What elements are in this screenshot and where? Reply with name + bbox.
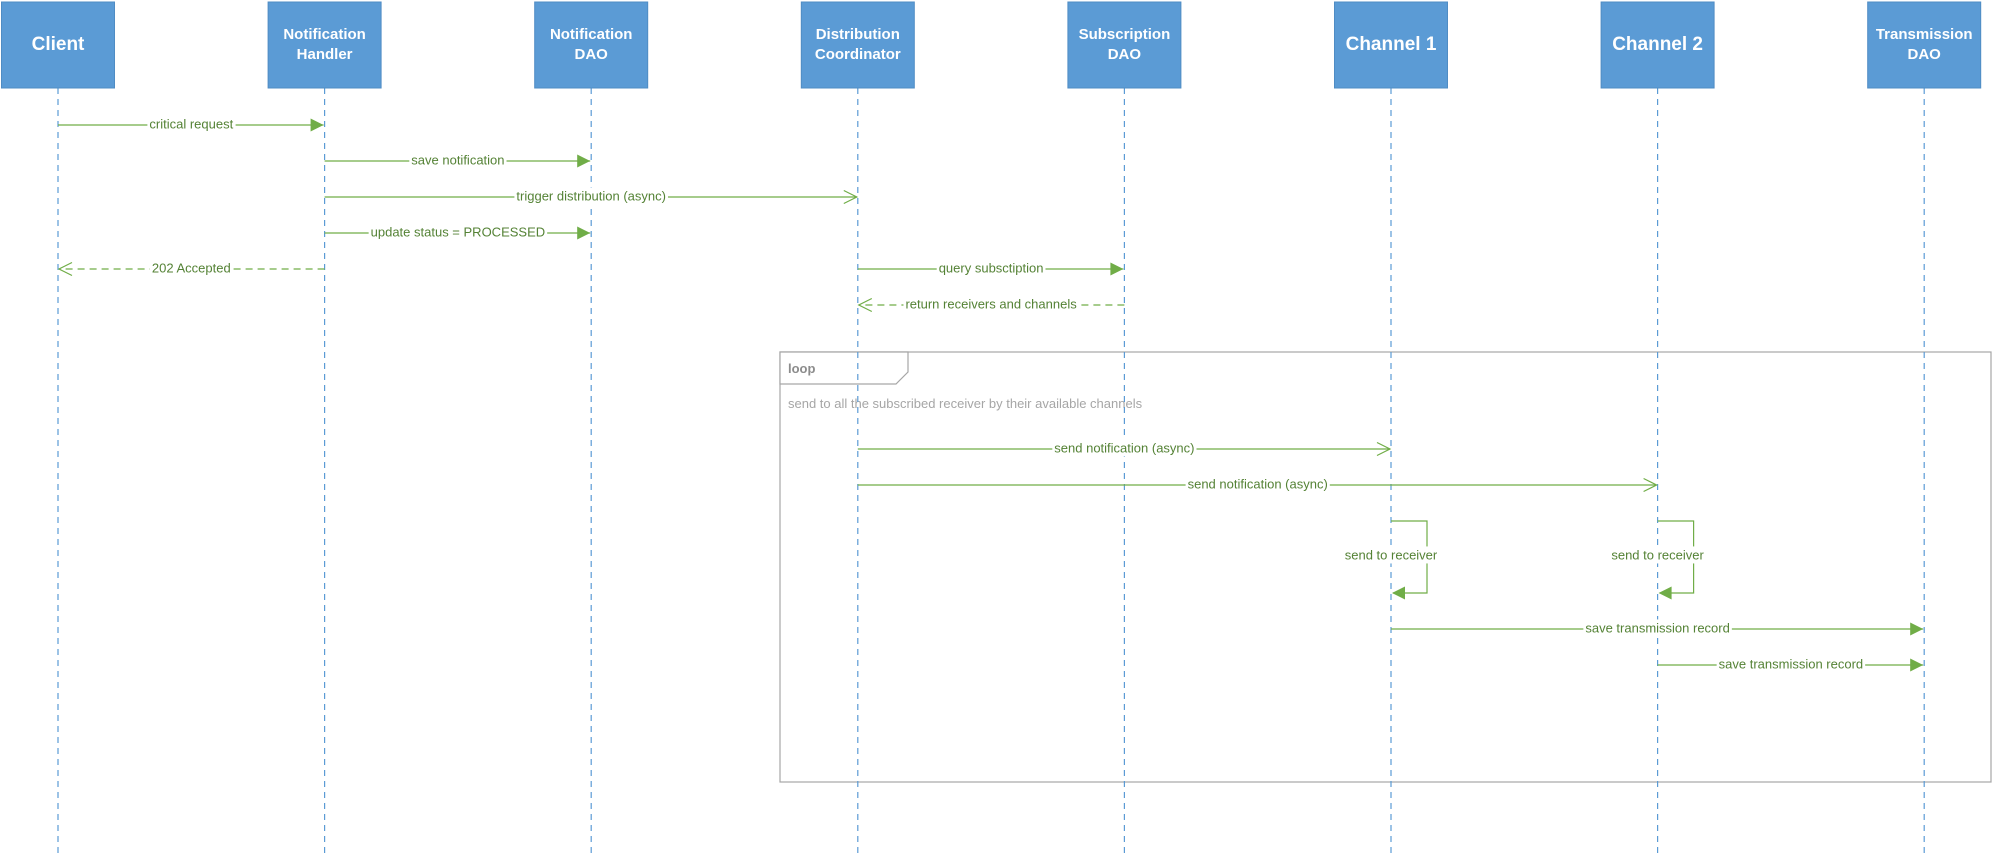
participant-box bbox=[1867, 1, 1982, 89]
loop-frame-border bbox=[779, 351, 1992, 783]
message-label-bg bbox=[1609, 546, 1707, 564]
arrowhead-filled bbox=[1910, 622, 1924, 636]
participant-label: Channel 1 bbox=[1346, 34, 1437, 55]
message-label-bg bbox=[147, 115, 236, 133]
participant-label: Transmission bbox=[1876, 26, 1973, 43]
participant-box bbox=[1, 1, 115, 89]
message-label-bg bbox=[1716, 655, 1866, 673]
participant-box bbox=[1600, 1, 1715, 89]
participant-label: Subscription bbox=[1079, 26, 1171, 43]
arrowhead-filled bbox=[1110, 262, 1124, 276]
arrowhead-open bbox=[843, 189, 859, 205]
participant-box bbox=[1067, 1, 1182, 89]
message-label: trigger distribution (async) bbox=[516, 188, 666, 203]
loop-guard-label: send to all the subscribed receiver by t… bbox=[788, 396, 1143, 411]
message-8[interactable]: send notification (async) bbox=[857, 439, 1392, 457]
participant-box bbox=[267, 1, 382, 89]
arrowhead-open bbox=[57, 261, 73, 277]
arrowhead-filled bbox=[577, 154, 591, 168]
message-label: save transmission record bbox=[1719, 656, 1864, 671]
message-label: send to receiver bbox=[1345, 547, 1438, 562]
message-13[interactable]: save transmission record bbox=[1657, 655, 1924, 673]
participant-client[interactable]: Client bbox=[1, 1, 115, 89]
message-9[interactable]: send notification (async) bbox=[857, 475, 1658, 493]
participant-label: DAO bbox=[575, 46, 609, 63]
participant-box bbox=[800, 1, 915, 89]
participant-ch1[interactable]: Channel 1 bbox=[1334, 1, 1448, 89]
arrowhead-open bbox=[857, 297, 873, 313]
message-label: save transmission record bbox=[1585, 620, 1730, 635]
message-label: save notification bbox=[411, 152, 504, 167]
message-3[interactable]: trigger distribution (async) bbox=[324, 187, 859, 205]
message-label: return receivers and channels bbox=[905, 296, 1077, 311]
message-label-bg bbox=[1052, 439, 1197, 457]
participant-label: Notification bbox=[283, 26, 366, 43]
arrowhead-filled bbox=[1658, 586, 1672, 600]
message-label: 202 Accepted bbox=[152, 260, 231, 275]
message-10[interactable]: send to receiver bbox=[1342, 520, 1440, 600]
message-label: query subsctiption bbox=[939, 260, 1044, 275]
message-label-bg bbox=[903, 295, 1080, 313]
arrowhead-filled bbox=[1910, 658, 1924, 672]
message-label: send to receiver bbox=[1611, 547, 1704, 562]
loop-fragment: loop send to all the subscribed receiver … bbox=[779, 351, 1992, 783]
participant-label: Distribution bbox=[816, 26, 900, 43]
participant-label: Handler bbox=[297, 46, 353, 63]
message-6[interactable]: query subsctiption bbox=[857, 259, 1124, 277]
participant-label: Channel 2 bbox=[1612, 34, 1703, 55]
participant-label: Coordinator bbox=[815, 46, 901, 63]
loop-frame-tab bbox=[779, 351, 909, 385]
message-label-bg bbox=[368, 223, 548, 241]
message-4[interactable]: update status = PROCESSED bbox=[324, 223, 591, 241]
arrowhead-filled bbox=[1392, 586, 1405, 600]
participant-label: DAO bbox=[1108, 46, 1142, 63]
arrowhead-open bbox=[1376, 441, 1392, 457]
message-label: send notification (async) bbox=[1188, 476, 1328, 491]
message-12[interactable]: save transmission record bbox=[1391, 619, 1924, 637]
arrowhead-open bbox=[1643, 477, 1658, 493]
message-5[interactable]: 202 Accepted bbox=[57, 259, 325, 277]
message-label-bg bbox=[149, 259, 233, 277]
arrowhead-filled bbox=[310, 118, 324, 132]
arrowhead-filled bbox=[577, 226, 591, 240]
participant-box bbox=[534, 1, 649, 89]
message-label-bg bbox=[1185, 475, 1330, 493]
message-label-bg bbox=[514, 187, 668, 205]
participant-label: DAO bbox=[1908, 46, 1942, 63]
message-2[interactable]: save notification bbox=[324, 151, 591, 169]
message-7[interactable]: return receivers and channels bbox=[857, 295, 1125, 313]
message-1[interactable]: critical request bbox=[58, 115, 324, 133]
message-label-bg bbox=[936, 259, 1046, 277]
participant-label: Client bbox=[32, 34, 85, 55]
participant-ch2[interactable]: Channel 2 bbox=[1600, 1, 1715, 89]
message-label-bg bbox=[409, 151, 507, 169]
message-label-bg bbox=[1583, 619, 1732, 637]
message-label-bg bbox=[1342, 546, 1440, 564]
loop-operator-label: loop bbox=[788, 361, 815, 376]
participant-label: Notification bbox=[550, 26, 633, 43]
message-label: send notification (async) bbox=[1054, 440, 1194, 455]
message-label: critical request bbox=[149, 116, 233, 131]
message-11[interactable]: send to receiver bbox=[1609, 520, 1707, 600]
participant-box bbox=[1334, 1, 1448, 89]
message-label: update status = PROCESSED bbox=[371, 224, 546, 239]
